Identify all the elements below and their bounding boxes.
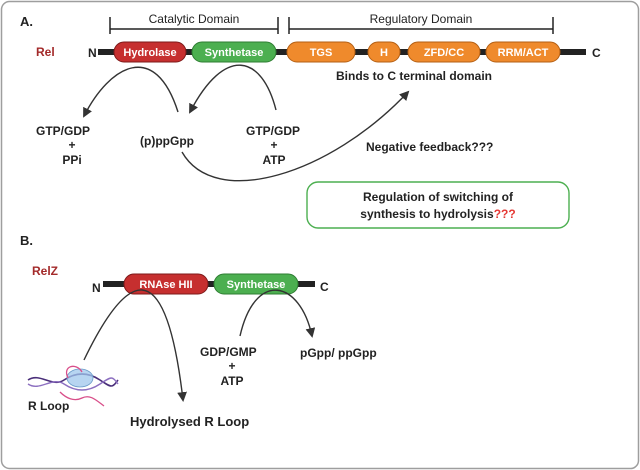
rel-n-terminus: N xyxy=(88,46,97,60)
section-b-label: B. xyxy=(20,233,33,248)
plus-right: + xyxy=(270,138,277,152)
plus-b: + xyxy=(228,359,235,373)
r-loop-hydrolysis-arrow xyxy=(83,289,187,402)
ppi-label: PPi xyxy=(62,153,81,167)
synthetase-domain-a: Synthetase xyxy=(191,41,277,63)
svg-text:Hydrolase: Hydrolase xyxy=(123,47,176,59)
relz-n-terminus: N xyxy=(92,281,101,295)
catalytic-domain-bracket xyxy=(109,17,279,34)
svg-text:RNAse HII: RNAse HII xyxy=(139,279,192,291)
svg-text:ZFD/CC: ZFD/CC xyxy=(424,47,464,59)
atp-right: ATP xyxy=(262,153,285,167)
regulatory-domain-label: Regulatory Domain xyxy=(370,12,473,26)
svg-text:Synthetase: Synthetase xyxy=(227,279,286,291)
regulation-box: Regulation of switching of synthesis to … xyxy=(306,181,570,229)
svg-text:H: H xyxy=(380,47,388,59)
synthetase-domain-b: Synthetase xyxy=(213,273,299,295)
product-label: pGpp/ ppGpp xyxy=(300,346,377,360)
gdp-gmp-label: GDP/GMP xyxy=(200,345,257,359)
rel-c-terminus: C xyxy=(592,46,601,60)
relz-protein-name: RelZ xyxy=(32,264,58,278)
h-domain: H xyxy=(367,41,401,63)
section-a-label: A. xyxy=(20,14,33,29)
negative-feedback-label: Negative feedback??? xyxy=(366,140,493,154)
ppgpp-label: (p)ppGpp xyxy=(140,134,194,148)
rel-protein-name: Rel xyxy=(36,45,55,59)
feedback-arrow xyxy=(181,90,410,182)
binds-c-terminal-label: Binds to C terminal domain xyxy=(336,69,492,83)
r-loop-label: R Loop xyxy=(28,399,69,413)
svg-text:TGS: TGS xyxy=(310,47,333,59)
catalytic-domain-label: Catalytic Domain xyxy=(149,12,240,26)
svg-text:Synthetase: Synthetase xyxy=(205,47,264,59)
relz-backbone xyxy=(103,281,315,287)
gtp-gdp-left: GTP/GDP xyxy=(36,124,90,138)
hydrolysed-r-loop-label: Hydrolysed R Loop xyxy=(130,414,249,429)
zfd-cc-domain: ZFD/CC xyxy=(407,41,481,63)
svg-text:RRM/ACT: RRM/ACT xyxy=(498,47,549,59)
gtp-gdp-right: GTP/GDP xyxy=(246,124,300,138)
hydrolysis-arrow xyxy=(83,66,179,118)
atp-b: ATP xyxy=(220,374,243,388)
tgs-domain: TGS xyxy=(286,41,356,63)
regulation-line-1: Regulation of switching of xyxy=(363,190,514,204)
rrm-act-domain: RRM/ACT xyxy=(485,41,561,63)
pgpp-synthesis-arrow xyxy=(239,289,316,338)
plus-left: + xyxy=(68,138,75,152)
rnase-hii-domain: RNAse HII xyxy=(123,273,209,295)
r-loop-icon xyxy=(27,365,119,407)
hydrolase-domain: Hydrolase xyxy=(113,41,187,63)
regulation-line-2: synthesis to hydrolysis??? xyxy=(360,207,515,221)
regulatory-domain-bracket xyxy=(288,17,554,34)
relz-c-terminus: C xyxy=(320,280,329,294)
synthesis-arrow xyxy=(189,64,277,114)
